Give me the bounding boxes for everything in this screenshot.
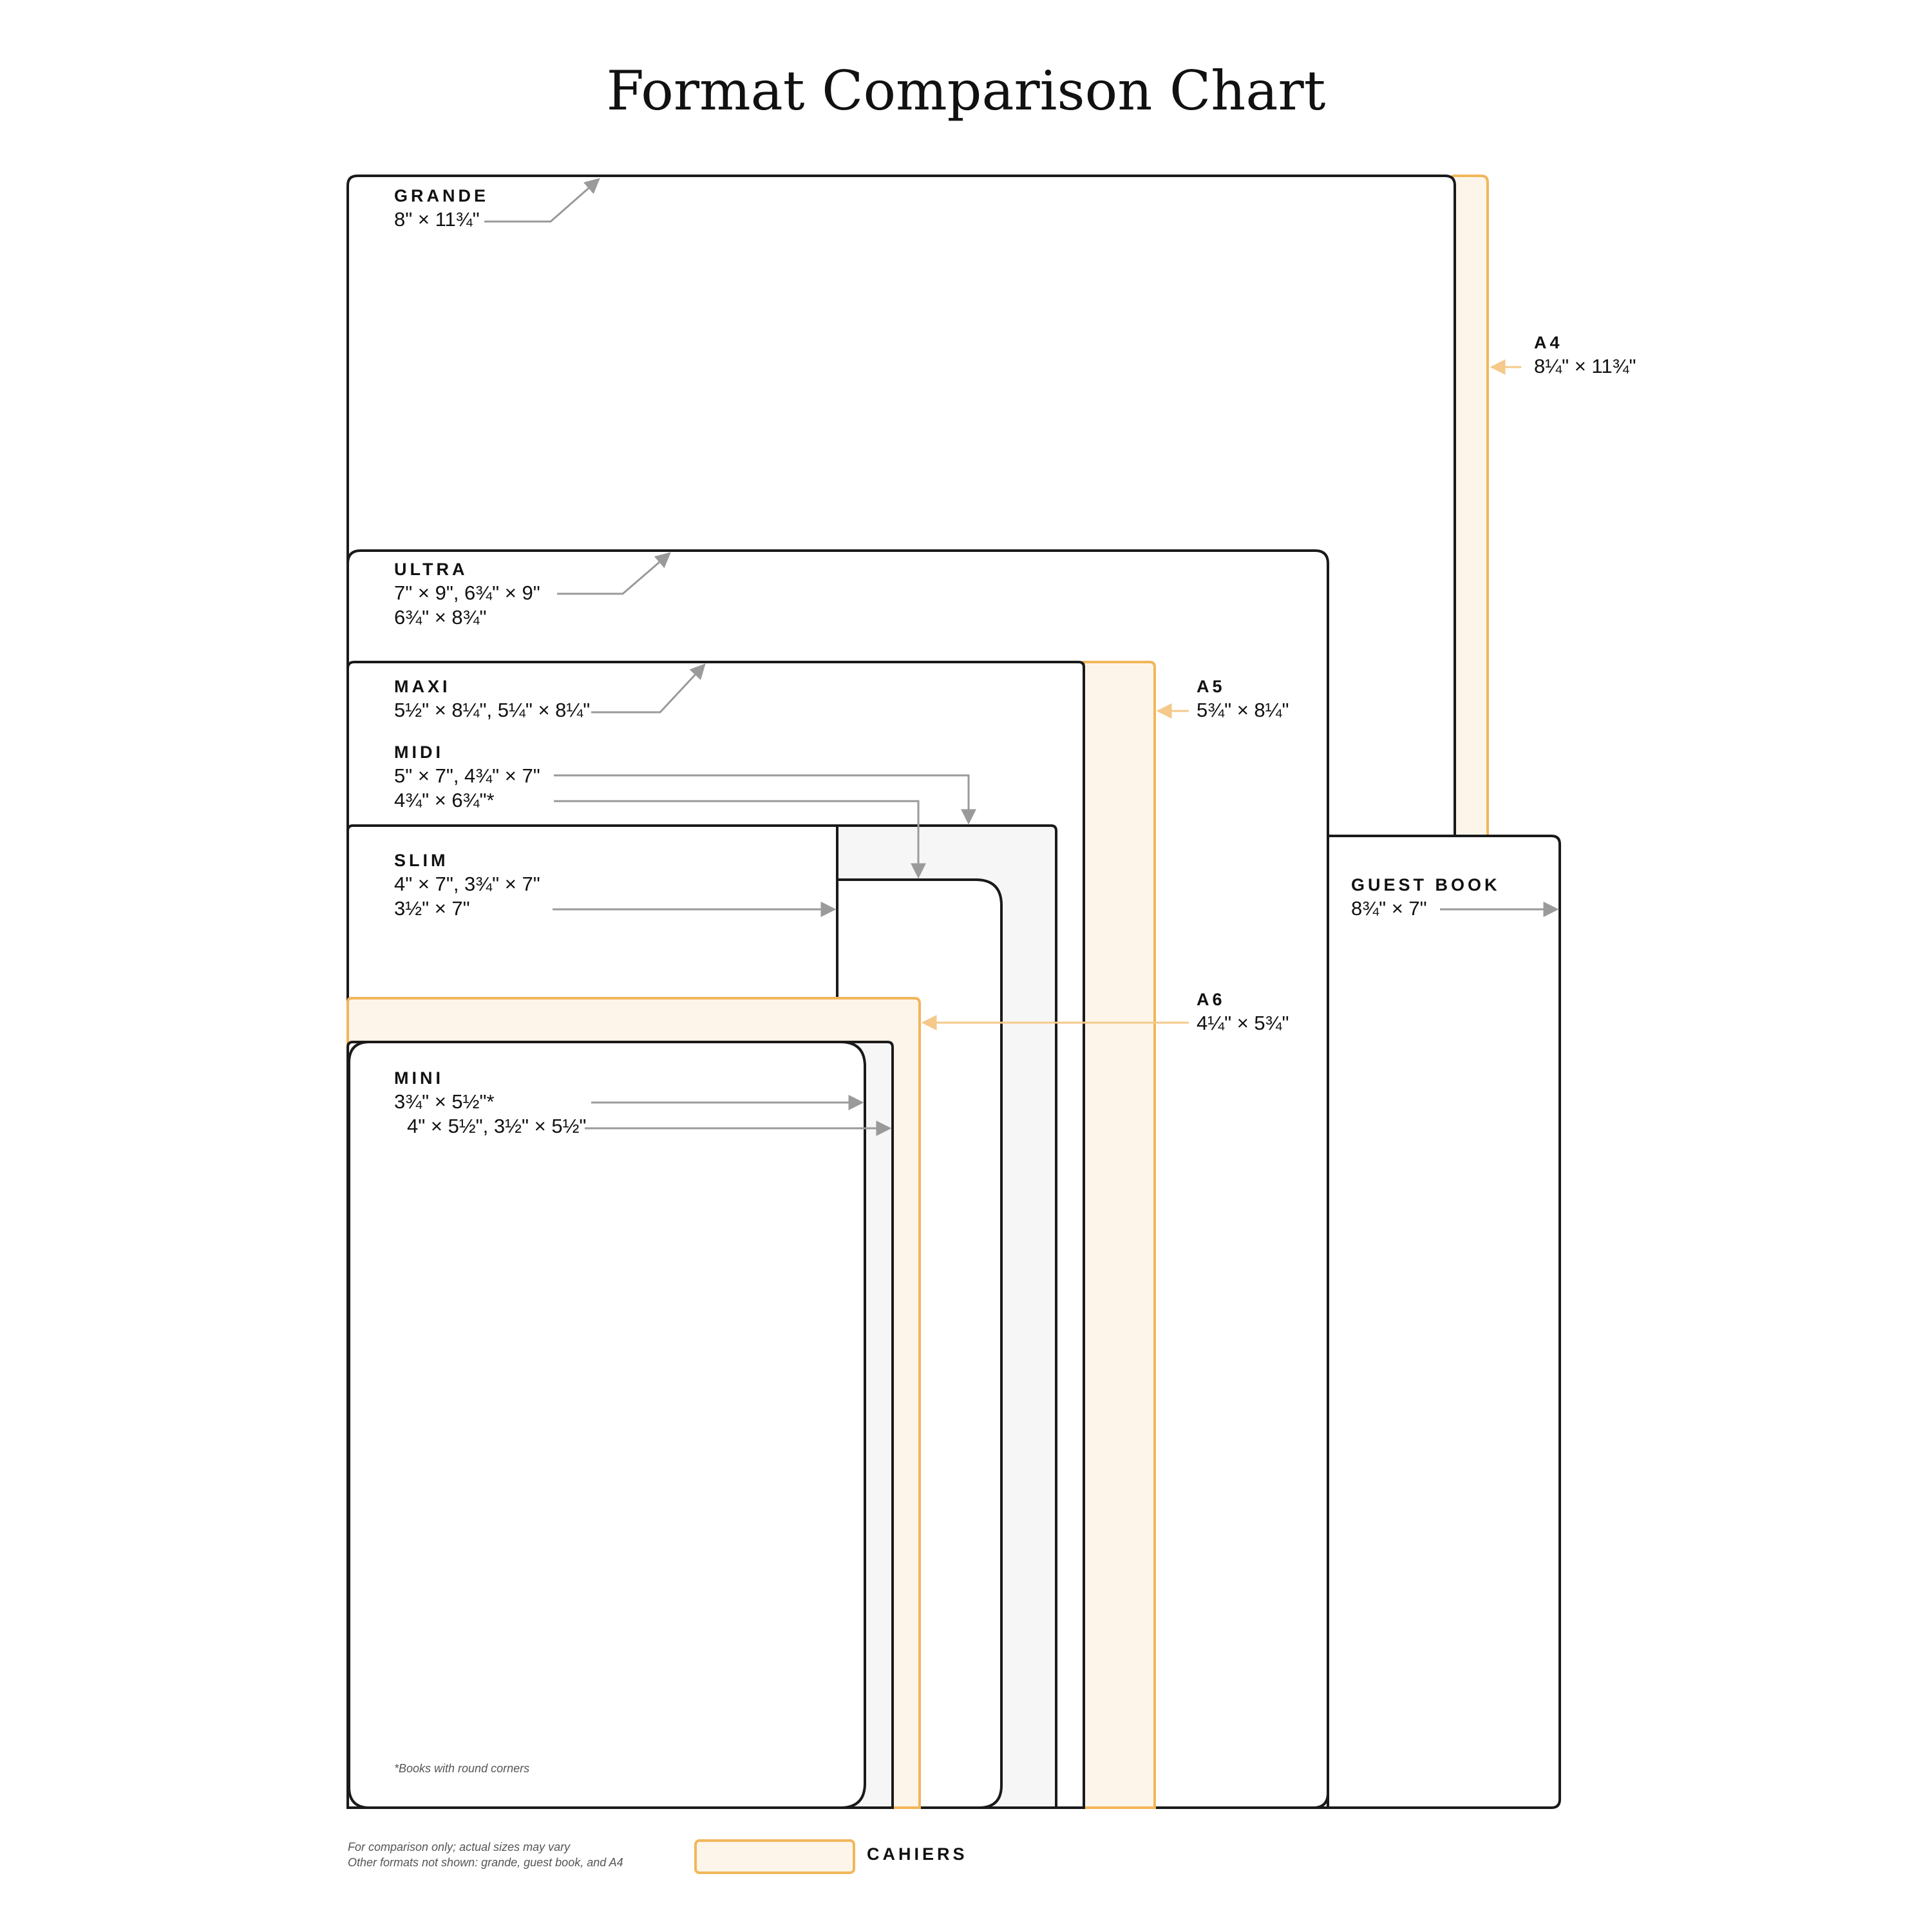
ultra-dim-2: 6¾" × 8¾" <box>394 606 487 629</box>
a6-dim: 4¼" × 5¾" <box>1197 1012 1289 1034</box>
mini-name: MINI <box>394 1068 444 1088</box>
mini-label: MINI 3¾" × 5½"* 4" × 5½", 3½" × 5½" <box>394 1066 586 1139</box>
cahiers-legend-label: CAHIERS <box>867 1844 968 1864</box>
mini-dim-2: 4" × 5½", 3½" × 5½" <box>407 1115 587 1137</box>
a6-name: A6 <box>1197 990 1226 1009</box>
mini-dim-1: 3¾" × 5½"* <box>394 1090 495 1113</box>
comparison-note-line-1: For comparison only; actual sizes may va… <box>348 1841 571 1853</box>
midi-arrow-1 <box>554 774 976 825</box>
guest-book-label: GUEST BOOK 8¾" × 7" <box>1351 873 1501 921</box>
midi-label: MIDI 5" × 7", 4¾" × 7" 4¾" × 6¾"* <box>394 741 540 813</box>
ultra-name: ULTRA <box>394 560 468 579</box>
slim-dim-2: 3½" × 7" <box>394 897 470 920</box>
ultra-arrow <box>557 552 671 595</box>
guest-book-outline <box>1327 835 1561 1809</box>
a5-dim: 5¾" × 8¼" <box>1197 699 1289 721</box>
ultra-dim-1: 7" × 9", 6¾" × 9" <box>394 582 540 604</box>
slim-label: SLIM 4" × 7", 3¾" × 7" 3½" × 7" <box>394 849 540 921</box>
a4-name: A4 <box>1534 333 1563 352</box>
a5-name: A5 <box>1197 677 1226 696</box>
a5-outline <box>1083 661 1156 1809</box>
comparison-note-line-2: Other formats not shown: grande, guest b… <box>348 1856 623 1869</box>
slim-dim-1: 4" × 7", 3¾" × 7" <box>394 873 540 895</box>
a5-label: A5 5¾" × 8¼" <box>1197 675 1289 723</box>
ultra-label: ULTRA 7" × 9", 6¾" × 9" 6¾" × 8¾" <box>394 558 540 630</box>
a4-label: A4 8¼" × 11¾" <box>1534 331 1636 379</box>
maxi-dim: 5½" × 8¼", 5¼" × 8¼" <box>394 699 591 721</box>
guest-book-name: GUEST BOOK <box>1351 875 1501 895</box>
grande-name: GRANDE <box>394 186 489 205</box>
grande-dim: 8" × 11¾" <box>394 208 480 231</box>
guest-book-dim: 8¾" × 7" <box>1351 897 1427 920</box>
round-corners-note: *Books with round corners <box>394 1762 530 1775</box>
mini-round-outline <box>348 1041 866 1809</box>
maxi-name: MAXI <box>394 677 451 696</box>
a4-dim: 8¼" × 11¾" <box>1534 355 1636 377</box>
cahiers-legend-swatch <box>694 1839 855 1874</box>
maxi-label: MAXI 5½" × 8¼", 5¼" × 8¼" <box>394 675 590 723</box>
midi-dim-1: 5" × 7", 4¾" × 7" <box>394 764 540 787</box>
a6-label: A6 4¼" × 5¾" <box>1197 988 1289 1036</box>
a4-outline <box>1451 175 1489 837</box>
grande-arrow <box>484 178 600 223</box>
midi-dim-2: 4¾" × 6¾"* <box>394 789 495 811</box>
page-title: Format Comparison Chart <box>606 59 1326 122</box>
midi-name: MIDI <box>394 743 444 762</box>
midi-arrow-2 <box>554 800 926 879</box>
grande-label: GRANDE 8" × 11¾" <box>394 184 489 232</box>
slim-name: SLIM <box>394 851 449 870</box>
maxi-arrow <box>591 663 706 714</box>
